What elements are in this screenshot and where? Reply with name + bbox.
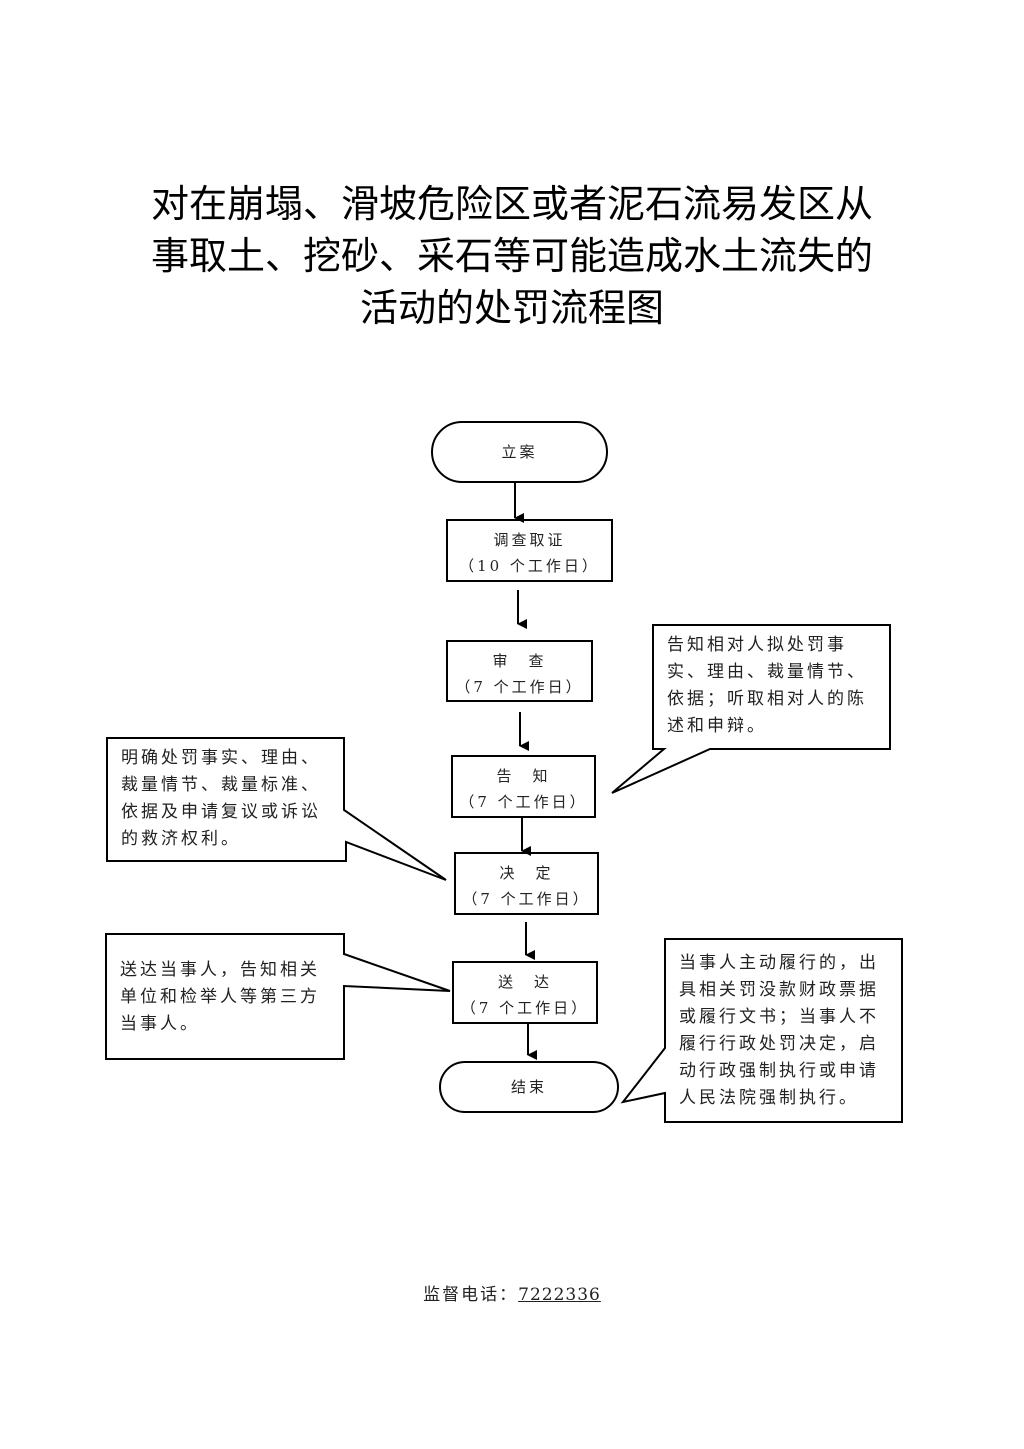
callout-decide-line: 的救济权利。 [121,829,241,849]
callout-notify-line: 述和申辩。 [667,716,767,736]
supervision-hotline: 监督电话：7222336 [0,1280,1024,1305]
callout-end-line: 当事人主动履行的，出 [679,953,879,973]
callout-notify-line: 依据；听取相对人的陈 [667,689,867,709]
node-review: 审 查 （7 个工作日） [447,648,592,700]
node-investigate-duration: （10 个工作日） [459,557,600,575]
callout-end-line: 人民法院强制执行。 [679,1088,859,1108]
callout-end-line: 动行政强制执行或申请 [679,1061,879,1081]
callout-end-shape [620,938,903,1123]
node-decide-duration: （7 个工作日） [462,890,591,908]
callout-deliver-line: 单位和检举人等第三方 [120,987,320,1007]
node-deliver-shape [452,961,598,1024]
callout-decide-line: 裁量情节、裁量标准、 [121,775,321,795]
node-end: 结束 [440,1074,618,1100]
node-notify-label: 告 知 [496,767,551,785]
node-decide-label: 决 定 [499,864,554,882]
node-deliver-label: 送 达 [497,973,552,991]
node-start: 立案 [432,439,607,465]
callout-notify-shape [611,624,891,794]
node-review-shape [446,640,593,702]
node-notify-shape [451,755,596,818]
hotline-label: 监督电话： [423,1285,519,1305]
callout-end: 当事人主动履行的，出 具相关罚没款财政票据 或履行文书；当事人不 履行行政处罚决… [679,950,901,1112]
node-investigate: 调查取证 （10 个工作日） [447,527,612,579]
callout-decide-line: 依据及申请复议或诉讼 [121,802,321,822]
node-deliver-duration: （7 个工作日） [460,999,590,1017]
node-decide: 决 定 （7 个工作日） [455,860,598,912]
node-start-label: 立案 [501,443,538,461]
node-end-label: 结束 [510,1078,547,1096]
callout-deliver-line: 当事人。 [120,1014,200,1034]
node-review-duration: （7 个工作日） [455,678,584,696]
node-end-shape [439,1061,619,1113]
title-line-1: 对在崩塌、滑坡危险区或者泥石流易发区从 [150,182,873,226]
callout-deliver-shape [105,933,451,1060]
node-notify-duration: （7 个工作日） [459,793,588,811]
node-investigate-label: 调查取证 [493,531,566,549]
title-line-2: 事取土、挖砂、采石等可能造成水土流失的 [150,234,873,278]
callout-decide: 明确处罚事实、理由、 裁量情节、裁量标准、 依据及申请复议或诉讼 的救济权利。 [121,745,343,853]
callout-decide-line: 明确处罚事实、理由、 [121,748,321,768]
hotline-number: 7222336 [518,1285,601,1305]
page-title: 对在崩塌、滑坡危险区或者泥石流易发区从 事取土、挖砂、采石等可能造成水土流失的 … [0,178,1024,334]
callout-notify-line: 告知相对人拟处罚事 [667,635,847,655]
node-deliver: 送 达 （7 个工作日） [453,969,597,1021]
callout-end-line: 具相关罚没款财政票据 [679,980,879,1000]
node-start-shape [431,421,608,483]
callout-end-line: 履行行政处罚决定，启 [679,1034,879,1054]
node-notify: 告 知 （7 个工作日） [452,763,595,815]
callout-deliver: 送达当事人，告知相关 单位和检举人等第三方 当事人。 [120,957,342,1038]
title-line-3: 活动的处罚流程图 [359,286,664,330]
node-investigate-shape [446,519,613,582]
node-review-label: 审 查 [492,652,547,670]
callout-notify: 告知相对人拟处罚事 实、理由、裁量情节、 依据；听取相对人的陈 述和申辩。 [667,632,887,740]
callout-end-line: 或履行文书；当事人不 [679,1007,879,1027]
callout-notify-line: 实、理由、裁量情节、 [667,662,867,682]
node-decide-shape [454,852,599,915]
callout-deliver-line: 送达当事人，告知相关 [120,960,320,980]
callout-decide-shape [106,737,447,881]
